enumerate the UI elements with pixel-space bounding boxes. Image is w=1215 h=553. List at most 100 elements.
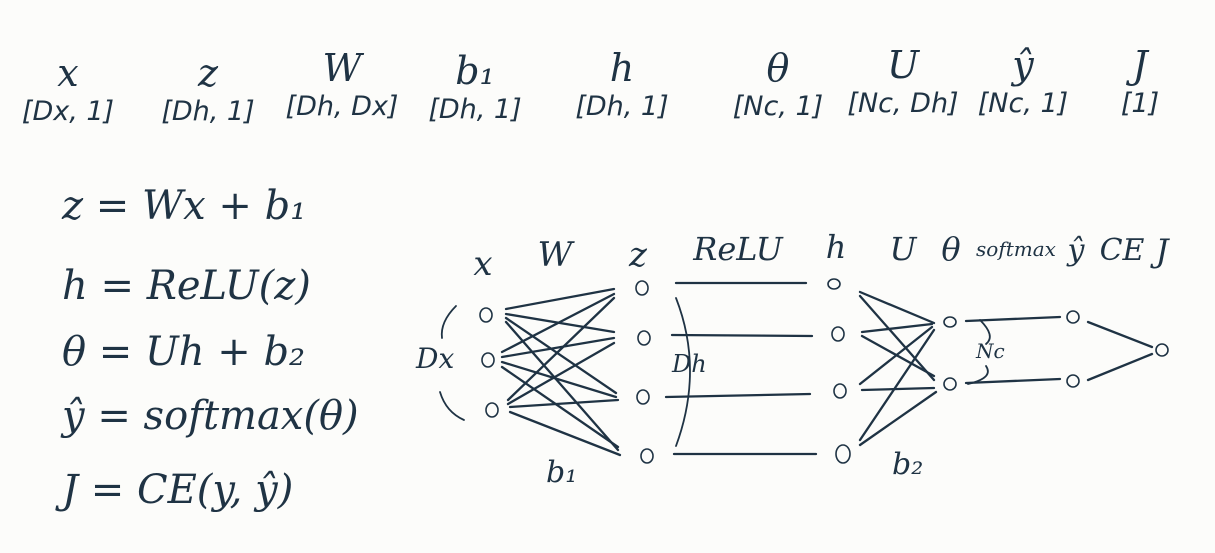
var-shape: [Dh, 1]: [575, 91, 669, 122]
brace-nc-top: [979, 319, 991, 345]
edge: [858, 294, 936, 382]
var-symbol: z: [197, 51, 219, 95]
header-U: U: [890, 230, 918, 268]
node: [833, 383, 847, 399]
edge: [858, 325, 934, 386]
edge: [860, 334, 936, 378]
var-b1: b₁ [Dh, 1]: [415, 48, 535, 126]
var-W: W [Dh, Dx]: [282, 45, 402, 123]
header-yhat: ŷ: [1066, 233, 1086, 268]
header-W: W: [538, 235, 576, 275]
var-shape: [Dh, 1]: [428, 94, 522, 125]
var-shape: [Dx, 1]: [21, 96, 115, 127]
node: [479, 307, 493, 323]
var-z: z [Dh, 1]: [148, 50, 268, 128]
var-shape: [Nc, Dh]: [847, 88, 959, 119]
var-J: J [1]: [1080, 42, 1200, 120]
edge: [670, 333, 814, 338]
edge: [506, 341, 616, 406]
edges-output: [964, 315, 1154, 385]
node: [943, 316, 957, 328]
var-shape: [Nc, 1]: [732, 91, 824, 122]
edge: [664, 392, 812, 399]
node: [481, 352, 495, 368]
edge: [504, 320, 620, 452]
node: [1066, 374, 1080, 388]
node: [835, 444, 851, 464]
header-x: x: [473, 244, 492, 284]
node: [637, 330, 651, 346]
var-theta: θ [Nc, 1]: [718, 45, 838, 123]
brace-dx-top: [440, 305, 457, 339]
nodes-h: [827, 278, 851, 464]
equation-yhat: ŷ = softmax(θ): [62, 393, 359, 439]
equation-J: J = CE(y, ŷ): [62, 467, 294, 513]
header-h: h: [826, 228, 847, 266]
edge: [504, 316, 618, 395]
edge: [1086, 320, 1154, 349]
var-h: h [Dh, 1]: [562, 45, 682, 123]
brace-dh: [675, 297, 691, 447]
brace-dx-bottom: [439, 391, 465, 421]
var-U: U [Nc, Dh]: [843, 42, 963, 120]
equation-h: h = ReLU(z): [62, 263, 311, 309]
equation-theta: θ = Uh + b₂: [62, 329, 306, 375]
edge: [500, 365, 620, 449]
edge: [860, 386, 936, 392]
var-shape: [Dh, 1]: [161, 96, 255, 127]
var-shape: [1]: [1120, 88, 1160, 119]
edge: [508, 398, 620, 409]
nodes-z: [635, 280, 654, 464]
edge: [500, 336, 616, 359]
edges-relu: [664, 281, 818, 456]
header-ce: CE: [1100, 233, 1145, 268]
nodes-yhat: [1066, 310, 1080, 388]
brace-nc-bottom: [967, 365, 989, 385]
edge: [500, 292, 616, 354]
label-b1: b₁: [546, 455, 577, 490]
edge: [506, 296, 616, 402]
edge: [860, 322, 934, 334]
header-theta: θ: [941, 230, 960, 268]
node: [831, 326, 845, 342]
var-symbol: x: [57, 51, 79, 95]
node: [640, 448, 654, 464]
node-J: [1155, 343, 1169, 357]
edge: [858, 328, 936, 442]
var-symbol: h: [609, 46, 635, 90]
node: [943, 377, 957, 391]
edges-h-to-theta: [858, 290, 938, 447]
node: [635, 280, 649, 296]
edge: [500, 360, 618, 399]
node: [1066, 310, 1080, 324]
header-J: J: [1150, 232, 1171, 270]
nodes-x: [479, 307, 499, 418]
edge: [964, 315, 1062, 323]
edge: [504, 287, 616, 311]
var-symbol: ŷ: [1012, 43, 1034, 87]
header-relu: ReLU: [692, 230, 784, 268]
edges-x-to-z: [500, 287, 622, 457]
header-z: z: [628, 235, 648, 275]
label-dh: Dh: [671, 350, 707, 378]
var-symbol: U: [886, 43, 920, 87]
var-shape: [Nc, 1]: [977, 88, 1069, 119]
var-symbol: W: [322, 46, 362, 90]
var-symbol: J: [1132, 43, 1148, 87]
edge: [858, 290, 936, 325]
edge: [858, 390, 938, 447]
var-x: x [Dx, 1]: [8, 50, 128, 128]
var-yhat: ŷ [Nc, 1]: [963, 42, 1083, 120]
edge: [508, 410, 622, 457]
var-shape: [Dh, Dx]: [285, 91, 399, 122]
label-dx: Dx: [415, 342, 454, 375]
edge: [1086, 352, 1154, 382]
edge: [964, 377, 1062, 385]
node: [485, 402, 499, 418]
equation-z: z = Wx + b₁: [62, 183, 307, 229]
node: [827, 278, 841, 290]
node: [636, 389, 650, 405]
header-softmax: softmax: [976, 237, 1056, 261]
